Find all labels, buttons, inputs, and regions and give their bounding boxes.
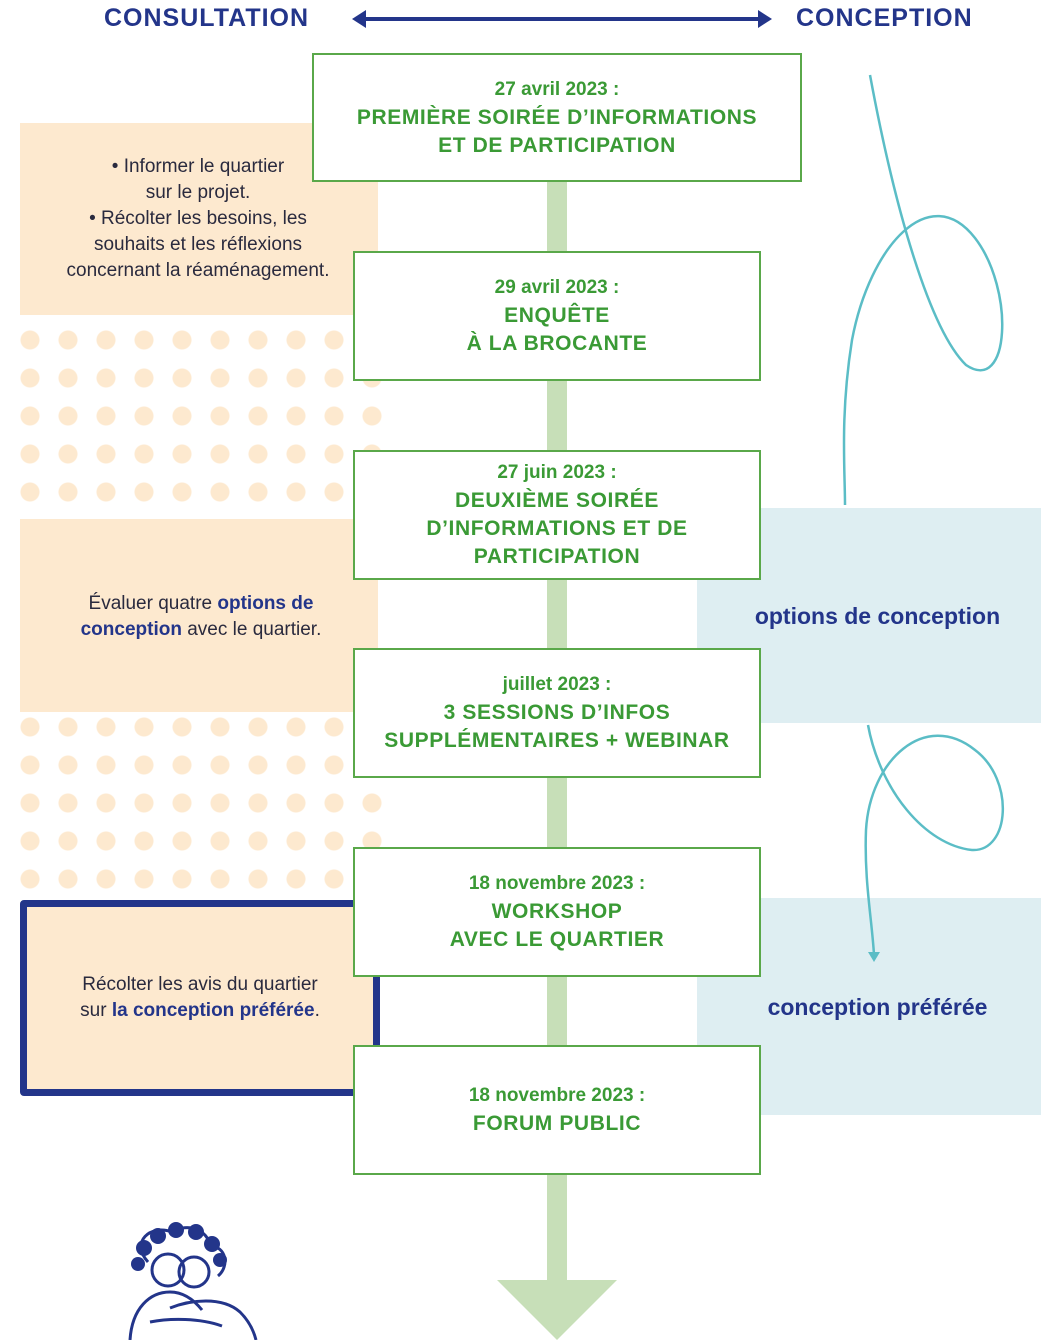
double-arrow-icon	[352, 10, 772, 28]
timeline-arrow-head	[497, 1280, 617, 1340]
two-people-hugging-icon	[128, 1222, 258, 1340]
note-2-pre: Évaluer quatre	[88, 593, 218, 614]
note-1-line-4: souhaits et les réflexions	[93, 234, 303, 255]
note-3-post: .	[314, 1000, 320, 1021]
event-3: 27 juin 2023 : DEUXIÈME SOIRÉE D’INFORMA…	[353, 450, 761, 580]
event-6: 18 novembre 2023 : FORUM PUBLIC	[353, 1045, 761, 1175]
note3-highlight-box	[20, 900, 380, 1096]
event-3-title-line-2: D’INFORMATIONS ET DE	[426, 517, 688, 540]
event-1-title-line-2: ET DE PARTICIPATION	[438, 133, 676, 157]
event-2-title-line-1: ENQUÊTE	[504, 304, 610, 327]
event-2: 29 avril 2023 : ENQUÊTE À LA BROCANTE	[353, 251, 761, 381]
event-3-title-line-3: PARTICIPATION	[473, 545, 641, 568]
note-1: • Informer le quartier sur le projet. • …	[28, 150, 368, 288]
note-1-line-5: concernant la réaménagement.	[66, 260, 330, 281]
preferred-label: conception préférée	[767, 993, 988, 1020]
dot-pattern-top	[11, 321, 391, 511]
event-2-title-line-2: À LA BROCANTE	[466, 332, 648, 355]
note-3-line-1: Récolter les avis du quartier	[82, 974, 318, 995]
event-2-date: 29 avril 2023 :	[494, 277, 620, 298]
dot-pattern-bottom	[11, 708, 391, 898]
note-3: Récolter les avis du quartier sur la con…	[30, 966, 370, 1030]
note-2: Évaluer quatre options de conception ave…	[28, 585, 374, 649]
event-4: juillet 2023 : 3 SESSIONS D’INFOS SUPPLÉ…	[353, 648, 761, 778]
note-3-pre: sur	[80, 1000, 112, 1021]
note-2-post: avec le quartier.	[181, 619, 322, 640]
conception-heading: CONCEPTION	[796, 4, 973, 32]
event-1-title-line-1: PREMIÈRE SOIRÉE D’INFORMATIONS	[356, 105, 758, 129]
consultation-heading: CONSULTATION	[104, 4, 310, 32]
event-3-title-line-1: DEUXIÈME SOIRÉE	[455, 489, 659, 512]
note-1-line-3: • Récolter les besoins, les	[89, 208, 307, 229]
note-2-bold-2: conception	[80, 619, 182, 640]
event-5-title-line-2: AVEC LE QUARTIER	[449, 928, 665, 951]
options-label: options de conception	[754, 602, 1001, 629]
event-6-date: 18 novembre 2023 :	[468, 1085, 646, 1106]
note2-background	[20, 519, 378, 712]
note-3-bold: la conception préférée	[111, 1000, 315, 1021]
event-1-date: 27 avril 2023 :	[494, 78, 620, 100]
note-1-line-2: sur le projet.	[145, 182, 251, 203]
event-4-date: juillet 2023 :	[502, 674, 612, 695]
event-5: 18 novembre 2023 : WORKSHOP AVEC LE QUAR…	[353, 847, 761, 977]
note-1-line-1: • Informer le quartier	[111, 156, 285, 177]
event-1: 27 avril 2023 : PREMIÈRE SOIRÉE D’INFORM…	[312, 53, 802, 182]
event-4-title-line-1: 3 SESSIONS D’INFOS	[443, 701, 671, 724]
event-6-title-line-1: FORUM PUBLIC	[472, 1112, 642, 1135]
event-3-date: 27 juin 2023 :	[497, 462, 617, 483]
event-5-title-line-1: WORKSHOP	[491, 900, 623, 923]
note-2-bold-1: options de	[217, 593, 314, 614]
event-5-date: 18 novembre 2023 :	[468, 873, 646, 894]
event-4-title-line-2: SUPPLÉMENTAIRES + WEBINAR	[384, 729, 730, 752]
